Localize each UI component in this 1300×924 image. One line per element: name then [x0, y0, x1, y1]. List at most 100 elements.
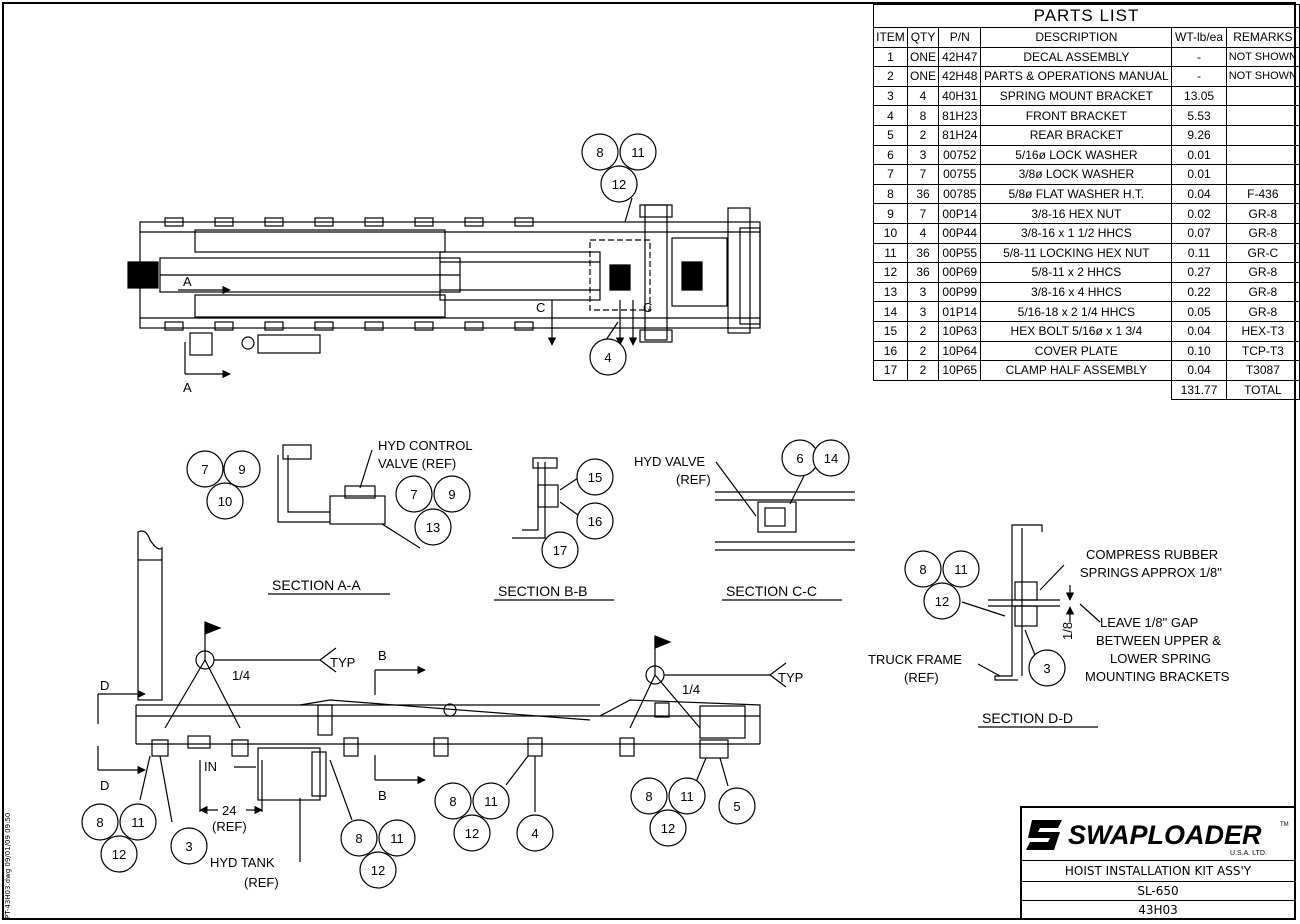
label-truck-frame: TRUCK FRAME [868, 652, 962, 667]
header-remarks: REMARKS [1225, 27, 1300, 48]
side-view [97, 530, 787, 862]
balloon-9-b: 9 [448, 487, 455, 502]
balloon-14: 14 [824, 451, 838, 466]
cell-pn: 10P64 [938, 340, 982, 362]
balloon-11-s4: 11 [680, 789, 694, 804]
cell-description: CLAMP HALF ASSEMBLY [980, 360, 1173, 381]
drawing-number: 43H03 [1022, 900, 1294, 918]
balloon-11-s3: 11 [484, 794, 498, 809]
plan-label-a-lower: A [183, 380, 192, 395]
plan-label-a-upper: A [183, 274, 192, 289]
cell-description: 3/8ø LOCK WASHER [980, 164, 1173, 185]
section-c-c-title: SECTION C-C [726, 583, 817, 599]
balloon-17: 17 [553, 543, 567, 558]
label-hyd-tank: HYD TANK [210, 855, 275, 870]
cell-description: PARTS & OPERATIONS MANUAL [980, 66, 1173, 87]
balloon-8-d: 8 [919, 562, 926, 577]
section-a-a-title: SECTION A-A [272, 577, 361, 593]
balloon-5: 5 [733, 799, 740, 814]
balloon-6: 6 [796, 451, 803, 466]
header-weight: WT-lb/ea [1171, 27, 1227, 48]
cell-pn: 00755 [938, 164, 982, 185]
balloon-4-s: 4 [531, 826, 538, 841]
cell-qty: 3 [906, 144, 940, 166]
side-label-b-upper: B [378, 648, 387, 663]
balloon-8-s4: 8 [645, 789, 652, 804]
dim-24: 24 [222, 803, 236, 818]
cell-weight: 0.04 [1171, 183, 1227, 205]
section-a-a-view [277, 444, 421, 549]
plan-view [127, 197, 761, 379]
balloon-12-d: 12 [935, 594, 949, 609]
balloon-3-s: 3 [185, 839, 192, 854]
weld-size-left: 1/4 [232, 668, 250, 683]
logo-sub: U.S.A. LTD. [1230, 850, 1267, 857]
label-compress-2: SPRINGS APPROX 1/8" [1080, 565, 1222, 580]
parts-total-row: 131.77 TOTAL [874, 379, 1300, 401]
logo-brand: SWAPLOADER [1068, 820, 1262, 850]
plan-frame-mounts [164, 217, 534, 331]
label-hyd-valve: HYD VALVE [634, 454, 705, 469]
balloon-11-s2: 11 [390, 831, 404, 846]
section-d-d-view [961, 524, 1101, 681]
label-in: IN [204, 759, 217, 774]
side-label-d-lower: D [100, 778, 109, 793]
cell-description: HEX BOLT 5/16ø x 1 3/4 [980, 320, 1173, 342]
label-truck-frame-ref: (REF) [904, 670, 939, 685]
section-d-d-title: SECTION D-D [982, 710, 1073, 726]
balloon-7-a: 7 [201, 462, 208, 477]
plan-balloons [581, 133, 657, 376]
side-balloons [81, 777, 756, 889]
parts-list-table: PARTS LIST ITEM QTY P/N DESCRIPTION WT-l… [873, 4, 1300, 401]
balloon-10: 10 [218, 494, 232, 509]
label-gap-4: MOUNTING BRACKETS [1085, 669, 1230, 684]
cell-description: REAR BRACKET [980, 124, 1173, 146]
cell-remarks: T3087 [1225, 360, 1300, 381]
side-label-b-lower: B [378, 788, 387, 803]
label-gap-1: LEAVE 1/8" GAP [1100, 615, 1198, 630]
cell-weight: 0.04 [1171, 320, 1227, 342]
label-hyd-valve-ref: (REF) [676, 472, 711, 487]
balloon-4: 4 [604, 350, 611, 365]
cell-remarks: GR-8 [1225, 301, 1300, 322]
label-gap-3: LOWER SPRING [1110, 651, 1211, 666]
label-hyd-tank-ref: (REF) [244, 875, 279, 890]
label-hyd-control-valve-ref: VALVE (REF) [378, 456, 456, 471]
balloon-8-s1: 8 [96, 815, 103, 830]
drawing-model: SL-650 [1022, 881, 1294, 900]
cell-item: 17 [873, 360, 908, 381]
balloon-11: 11 [631, 145, 645, 160]
logo-tm: TM [1280, 822, 1289, 828]
cell-qty: 2 [906, 360, 940, 381]
parts-list-title: PARTS LIST [873, 4, 1300, 28]
balloon-12-s2: 12 [371, 863, 385, 878]
plan-label-c-right: C [643, 300, 652, 315]
total-weight: 131.77 [1171, 379, 1227, 401]
cell-description: DECAL ASSEMBLY [980, 46, 1173, 68]
section-b-b-view [512, 457, 579, 539]
weld-typ-left: TYP [330, 655, 355, 670]
balloon-8-s2: 8 [355, 831, 362, 846]
label-gap-2: BETWEEN UPPER & [1096, 633, 1221, 648]
dim-24-ref: (REF) [212, 819, 247, 834]
title-block: SWAPLOADER TM U.S.A. LTD. HOIST INSTALLA… [1020, 806, 1296, 920]
balloon-3-d: 3 [1043, 661, 1050, 676]
balloon-12: 12 [612, 177, 626, 192]
balloon-11-s1: 11 [131, 815, 145, 830]
balloon-12-s3: 12 [465, 826, 479, 841]
cell-qty: 36 [906, 242, 940, 264]
parts-list-header-row: ITEM QTY P/N DESCRIPTION WT-lb/ea REMARK… [873, 27, 1300, 48]
cell-remarks: TCP-T3 [1225, 340, 1300, 362]
cell-weight: 0.07 [1171, 222, 1227, 244]
cell-pn: 42H47 [938, 46, 982, 68]
label-gap-dim: 1/8 [1060, 622, 1075, 640]
